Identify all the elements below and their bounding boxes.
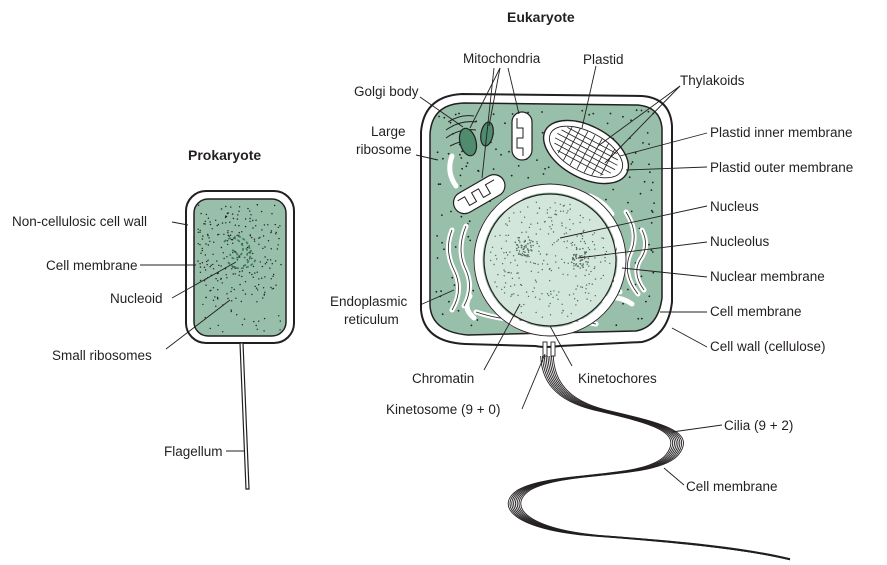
prokaryote-title: Prokaryote [188,147,261,163]
prokaryote-cell-membrane [194,199,286,336]
label-nuclear-membrane: Nuclear membrane [710,269,825,284]
mitochondrion-vertical [512,112,532,160]
label-nucleoid: Nucleoid [110,291,163,306]
label-prokaryote-cell-membrane: Cell membrane [46,258,138,273]
label-chromatin: Chromatin [412,371,474,386]
label-kinetosome: Kinetosome (9 + 0) [386,402,500,417]
label-cell-wall-cellulose: Cell wall (cellulose) [710,339,826,354]
label-nucleus: Nucleus [710,199,759,214]
label-cilium-cell-membrane: Cell membrane [686,479,778,494]
label-mitochondria: Mitochondria [463,51,541,66]
nucleus [484,194,616,326]
label-cilia: Cilia (9 + 2) [724,418,793,433]
label-nucleolus: Nucleolus [710,234,770,249]
label-non-cellulosic-cell-wall: Non-cellulosic cell wall [12,214,147,229]
label-flagellum: Flagellum [164,444,223,459]
label-plastid: Plastid [583,52,624,67]
label-kinetochores: Kinetochores [578,371,657,386]
eukaryote-title: Eukaryote [507,9,575,25]
label-small-ribosomes: Small ribosomes [52,348,152,363]
label-thylakoids: Thylakoids [680,73,745,88]
label-golgi-body: Golgi body [354,84,419,99]
label-eukaryote-cell-membrane: Cell membrane [710,304,802,319]
label-endoplasmic-reticulum-line1: Endoplasmic [330,294,408,309]
flagellum [240,343,249,489]
label-plastid-outer-membrane: Plastid outer membrane [710,160,853,175]
label-endoplasmic-reticulum-line2: reticulum [344,312,399,327]
label-large-ribosome-line2: ribosome [356,142,412,157]
label-large-ribosome-line1: Large [371,124,406,139]
label-plastid-inner-membrane: Plastid inner membrane [710,125,853,140]
cilium [508,356,790,560]
